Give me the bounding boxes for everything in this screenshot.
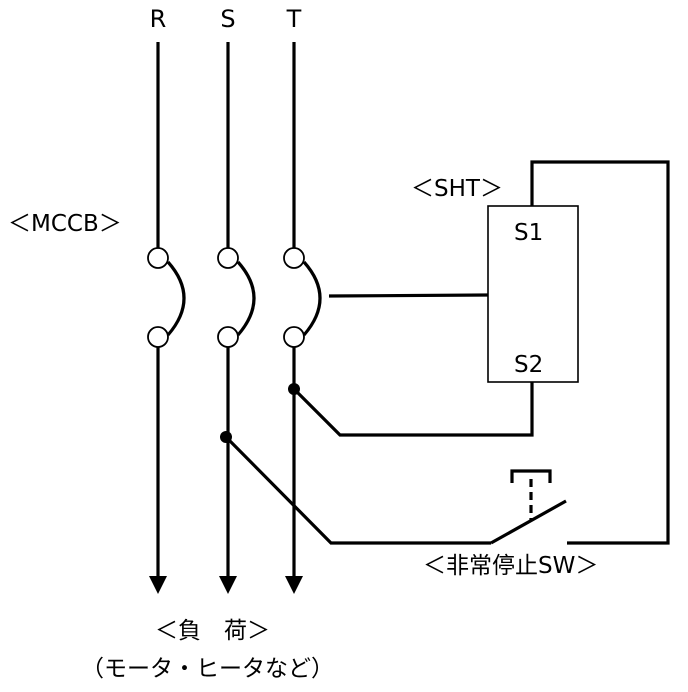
phase-t-line (283, 42, 322, 594)
sht-label: ＜SHT＞ (411, 176, 503, 202)
emergency-stop-label: ＜非常停止SW＞ (423, 553, 598, 579)
load-r-arrow (149, 576, 167, 594)
mccb-s-bottom-terminal (217, 326, 239, 348)
s1-control-wire (530, 160, 670, 545)
sht-s2-label: S2 (514, 352, 543, 378)
s-tap-wire (224, 435, 491, 545)
mccb-s-top-terminal (217, 247, 239, 269)
load-s-arrow (219, 576, 237, 594)
emergency-stop-switch (490, 469, 567, 545)
mccb-label: ＜MCCB＞ (8, 211, 122, 237)
trip-linkage (328, 293, 489, 298)
phase-s-line (217, 42, 256, 594)
s2-control-wire (292, 382, 534, 437)
mccb-t-bottom-terminal (283, 326, 305, 348)
phase-t-label: T (286, 5, 302, 33)
mccb-r-bottom-terminal (147, 326, 169, 348)
phase-r-line (147, 42, 186, 594)
mccb-t-contact (302, 260, 322, 337)
load-label: ＜負 荷＞ (155, 618, 270, 644)
mccb-r-top-terminal (147, 247, 169, 269)
mccb-s-contact (236, 260, 256, 337)
switch-blade (490, 499, 567, 545)
t-junction-dot (288, 383, 300, 395)
sht-s1-label: S1 (514, 220, 543, 246)
load-note: （モータ・ヒータなど） (81, 656, 334, 682)
s-junction-dot (220, 431, 232, 443)
phase-s-label: S (220, 5, 235, 33)
switch-actuator-bracket (510, 469, 552, 483)
load-t-arrow (285, 576, 303, 594)
mccb-r-contact (166, 260, 186, 337)
phase-r-label: R (150, 5, 167, 33)
mccb-t-top-terminal (283, 247, 305, 269)
